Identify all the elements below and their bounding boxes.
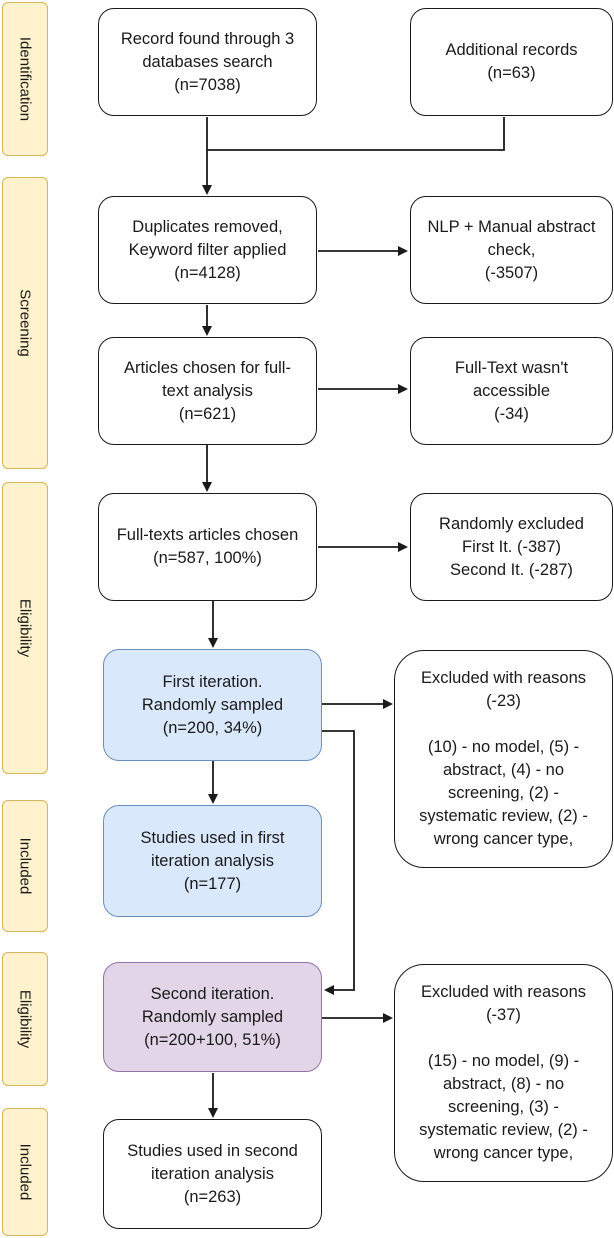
randomly-excluded-box: Randomly excluded First It. (-387) Secon… <box>410 493 613 601</box>
first-iteration-box: First iteration. Randomly sampled (n=200… <box>103 649 322 761</box>
phase-included-2: Included <box>2 1108 48 1236</box>
excluded-reasons-2-text: Excluded with reasons (-37) (15) - no mo… <box>419 983 588 1162</box>
phase-identification: Identification <box>2 2 48 156</box>
fulltexts-articles-text: Full-texts articles chosen (n=587, 100%) <box>116 526 299 567</box>
phase-eligibility-2: Eligibility <box>2 952 48 1086</box>
records-found-text: Record found through 3 databases search … <box>120 29 295 94</box>
duplicates-removed-box: Duplicates removed, Keyword filter appli… <box>98 196 317 304</box>
records-found-box: Record found through 3 databases search … <box>98 8 317 116</box>
excluded-reasons-1-text: Excluded with reasons (-23) (10) - no mo… <box>419 669 588 848</box>
excluded-reasons-1-box: Excluded with reasons (-23) (10) - no mo… <box>394 650 613 868</box>
phase-screening: Screening <box>2 177 48 469</box>
first-iteration-text: First iteration. Randomly sampled (n=200… <box>141 672 284 737</box>
phase-eligibility-1: Eligibility <box>2 482 48 774</box>
fulltexts-articles-box: Full-texts articles chosen (n=587, 100%) <box>98 493 317 601</box>
phase-included-1: Included <box>2 800 48 932</box>
fulltext-inaccessible-text: Full-Text wasn't accessible (-34) <box>454 358 569 423</box>
additional-records-text: Additional records (n=63) <box>445 41 578 82</box>
line-additional-join <box>207 117 505 151</box>
fulltext-chosen-text: Articles chosen for full- text analysis … <box>124 358 291 423</box>
second-iteration-text: Second iteration. Randomly sampled (n=20… <box>141 984 284 1049</box>
excluded-reasons-2-box: Excluded with reasons (-37) (15) - no mo… <box>394 964 613 1182</box>
additional-records-box: Additional records (n=63) <box>410 8 613 116</box>
studies-second-text: Studies used in second iteration analysi… <box>127 1141 298 1206</box>
studies-second-box: Studies used in second iteration analysi… <box>103 1119 322 1229</box>
studies-first-text: Studies used in first iteration analysis… <box>140 828 285 893</box>
fulltext-chosen-box: Articles chosen for full- text analysis … <box>98 337 317 445</box>
duplicates-removed-text: Duplicates removed, Keyword filter appli… <box>128 217 287 282</box>
fulltext-inaccessible-box: Full-Text wasn't accessible (-34) <box>410 337 613 445</box>
studies-first-box: Studies used in first iteration analysis… <box>103 805 322 917</box>
nlp-check-text: NLP + Manual abstract check, (-3507) <box>427 217 596 282</box>
second-iteration-box: Second iteration. Randomly sampled (n=20… <box>103 962 322 1072</box>
randomly-excluded-text: Randomly excluded First It. (-387) Secon… <box>439 514 584 579</box>
nlp-check-box: NLP + Manual abstract check, (-3507) <box>410 196 613 304</box>
arrow-first-to-second <box>322 730 355 995</box>
